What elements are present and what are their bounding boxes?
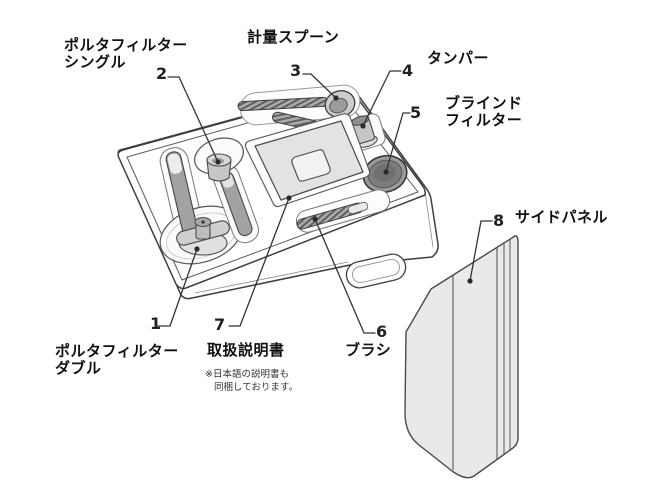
- leader-dots: [194, 95, 473, 284]
- part-number-8: 8: [493, 211, 505, 230]
- label-line: 取扱説明書: [207, 341, 285, 359]
- part-number-4: 4: [402, 61, 414, 80]
- part-label-side-panel: サイドパネル: [515, 209, 608, 226]
- part-number-3: 3: [290, 61, 302, 80]
- part-label-instruction-manual: 取扱説明書: [207, 342, 285, 359]
- leader-lines: [157, 70, 493, 334]
- part-number-2: 2: [156, 64, 168, 83]
- note-line: ※日本語の説明書も: [205, 369, 289, 380]
- measuring-spoon-drawing: [237, 84, 361, 133]
- manual-note: ※日本語の説明書も 同梱しております。: [205, 369, 298, 394]
- part-label-portafilter-double: ポルタフィルター ダブル: [55, 343, 179, 377]
- part-label-portafilter-single: ポルタフィルター シングル: [64, 37, 188, 71]
- part-label-brush: ブラシ: [345, 342, 391, 359]
- portafilter-double-drawing: [159, 147, 243, 265]
- side-panel-drawing: [404, 235, 519, 479]
- part-label-measuring-spoon: 計量スプーン: [247, 29, 339, 46]
- label-line: ポルタフィルター: [64, 36, 188, 54]
- instruction-manual-drawing: [244, 113, 371, 208]
- part-label-blind-filter: ブラインド フィルター: [445, 95, 523, 129]
- part-number-1: 1: [150, 314, 162, 333]
- brush-drawing: [295, 189, 391, 233]
- portafilter-single-drawing: [194, 137, 260, 244]
- label-line: ダブル: [55, 359, 102, 377]
- part-number-7: 7: [214, 315, 226, 334]
- label-line: 計量スプーン: [247, 28, 340, 46]
- label-line: ブラシ: [345, 341, 392, 359]
- label-line: タンパー: [427, 49, 490, 67]
- part-number-5: 5: [410, 103, 422, 122]
- part-number-6: 6: [376, 322, 388, 341]
- label-line: ポルタフィルター: [55, 342, 179, 360]
- label-line: ブラインド: [445, 94, 523, 112]
- part-label-tamper: タンパー: [427, 50, 489, 67]
- note-line: 同梱しております。: [214, 381, 298, 393]
- label-line: フィルター: [445, 111, 523, 129]
- label-line: シングル: [64, 53, 127, 71]
- label-line: サイドパネル: [515, 208, 609, 226]
